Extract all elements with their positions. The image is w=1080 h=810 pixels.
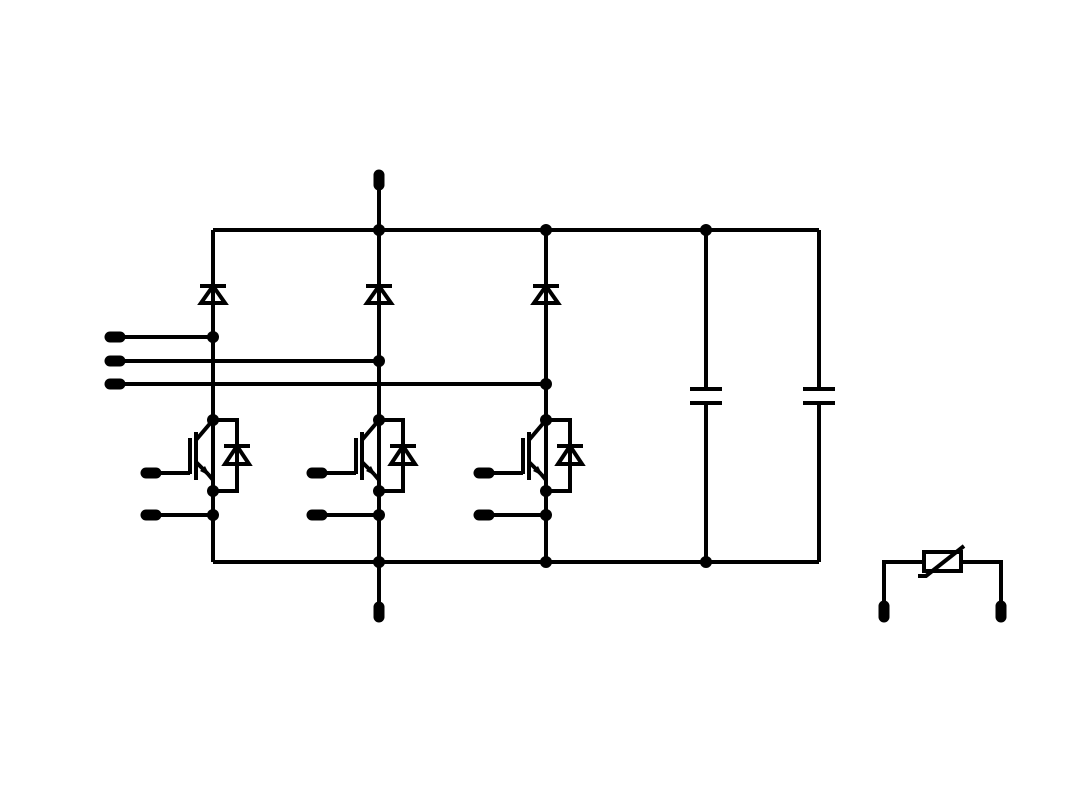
bridge-leg-3 <box>473 224 586 568</box>
ntc-thermistor <box>878 544 1007 623</box>
freewheel-diode-icon <box>546 418 586 493</box>
bridge-leg-2 <box>306 224 419 568</box>
igbt-icon <box>151 418 215 491</box>
freewheel-diode-icon <box>379 418 419 493</box>
thermistor-icon <box>922 550 963 573</box>
capacitor-icon <box>803 387 835 405</box>
ac-inputs <box>104 331 546 390</box>
rectifier-diode-icon <box>363 282 395 305</box>
capacitor-1 <box>690 224 722 568</box>
rectifier-diode-icon <box>530 282 562 305</box>
rectifier-diode-icon <box>197 282 229 305</box>
capacitor-icon <box>690 387 722 405</box>
dc-bus <box>213 169 819 623</box>
capacitor-2 <box>803 230 835 562</box>
igbt-icon <box>317 418 381 491</box>
igbt-icon <box>484 418 548 491</box>
freewheel-diode-icon <box>213 418 253 493</box>
bridge-leg-1 <box>140 230 253 562</box>
